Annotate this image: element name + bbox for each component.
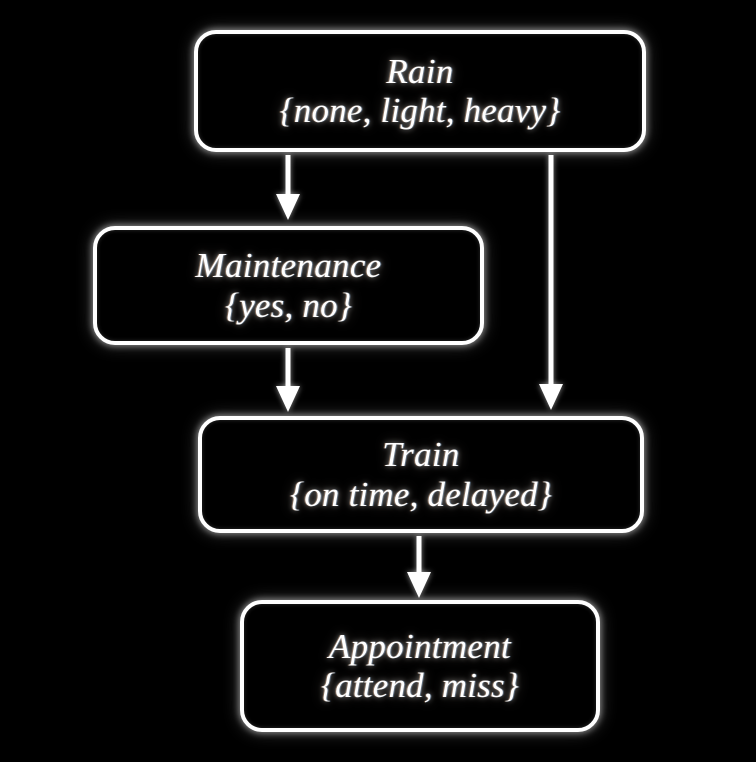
node-train-states: {on time, delayed} — [290, 474, 552, 514]
node-rain-name: Rain — [386, 51, 454, 91]
node-appointment-name: Appointment — [328, 626, 512, 666]
node-train-name: Train — [382, 435, 460, 475]
node-train[interactable]: Train {on time, delayed} — [198, 416, 644, 533]
node-appointment[interactable]: Appointment {attend, miss} — [240, 600, 600, 732]
node-rain-states: {none, light, heavy} — [279, 91, 561, 130]
node-maintenance[interactable]: Maintenance {yes, no} — [93, 226, 484, 345]
node-rain[interactable]: Rain {none, light, heavy} — [194, 30, 646, 152]
node-maintenance-states: {yes, no} — [225, 285, 352, 325]
node-maintenance-name: Maintenance — [195, 246, 382, 286]
node-appointment-states: {attend, miss} — [320, 666, 520, 705]
